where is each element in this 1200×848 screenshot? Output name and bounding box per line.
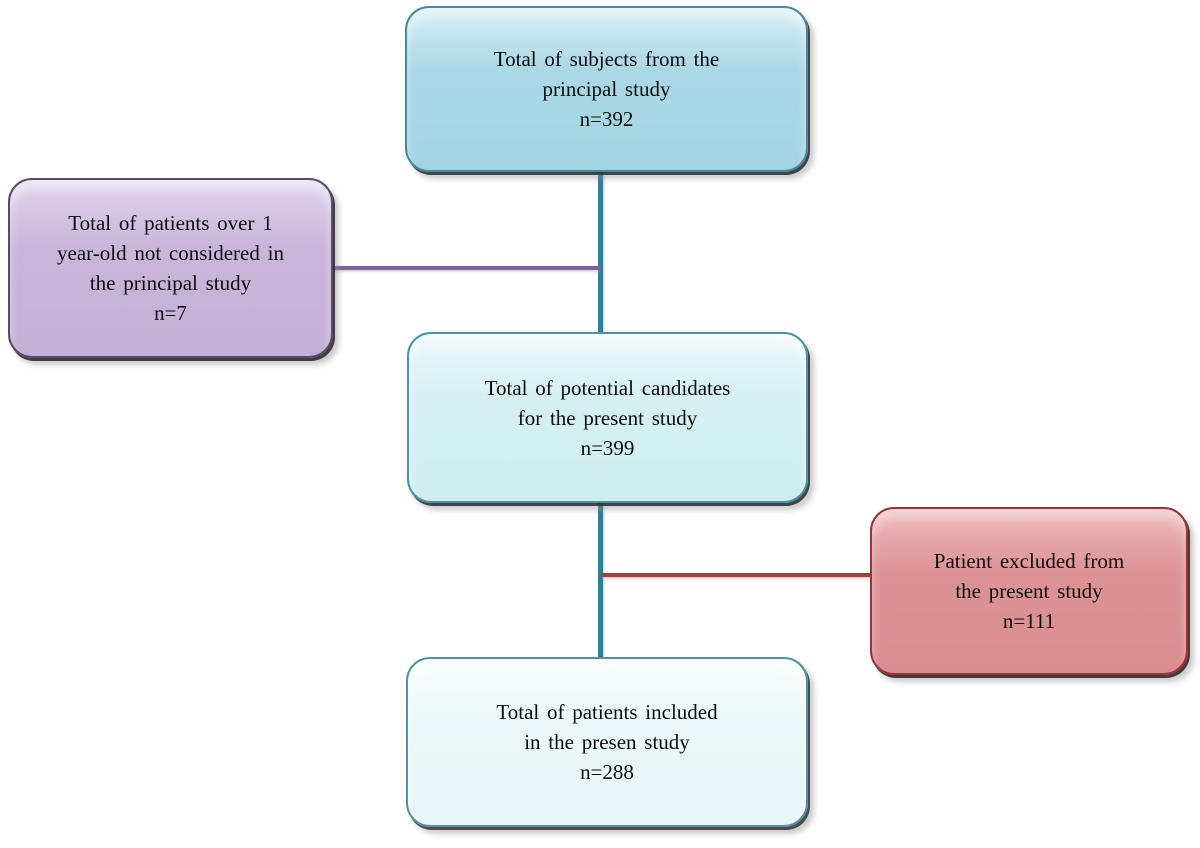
connector-right-branch: [601, 573, 870, 577]
box-text-line: Total of potential candidates: [484, 375, 731, 400]
box-excluded-present-study: Patient excluded from the present study …: [870, 507, 1188, 675]
box-text-line: Total of subjects from the: [493, 47, 720, 71]
box-count: n=7: [154, 301, 187, 325]
box-count: n=399: [580, 435, 635, 460]
box-potential-candidates: Total of potential candidates for the pr…: [407, 332, 808, 503]
box-text-line: for the present study: [517, 405, 698, 430]
connector-middle-to-bottom: [598, 503, 603, 658]
box-count: n=111: [1002, 609, 1056, 633]
connector-top-to-middle: [598, 172, 603, 333]
box-text-line: year-old not considered in: [57, 241, 284, 265]
box-total-subjects: Total of subjects from the principal stu…: [405, 6, 808, 172]
box-excluded-over-1-year: Total of patients over 1 year-old not co…: [8, 178, 333, 358]
box-count: n=392: [579, 107, 634, 131]
connector-left-branch: [333, 266, 600, 270]
box-text-line: in the presen study: [524, 730, 690, 754]
box-text-line: the principal study: [89, 271, 252, 295]
box-text-line: Total of patients included: [496, 700, 718, 724]
box-included-patients: Total of patients included in the presen…: [406, 657, 808, 827]
box-text-line: the present study: [955, 579, 1103, 603]
box-text-line: Patient excluded from: [933, 549, 1125, 573]
box-count: n=288: [580, 760, 634, 784]
box-text-line: Total of patients over 1: [68, 211, 273, 235]
box-text-line: principal study: [542, 77, 671, 101]
